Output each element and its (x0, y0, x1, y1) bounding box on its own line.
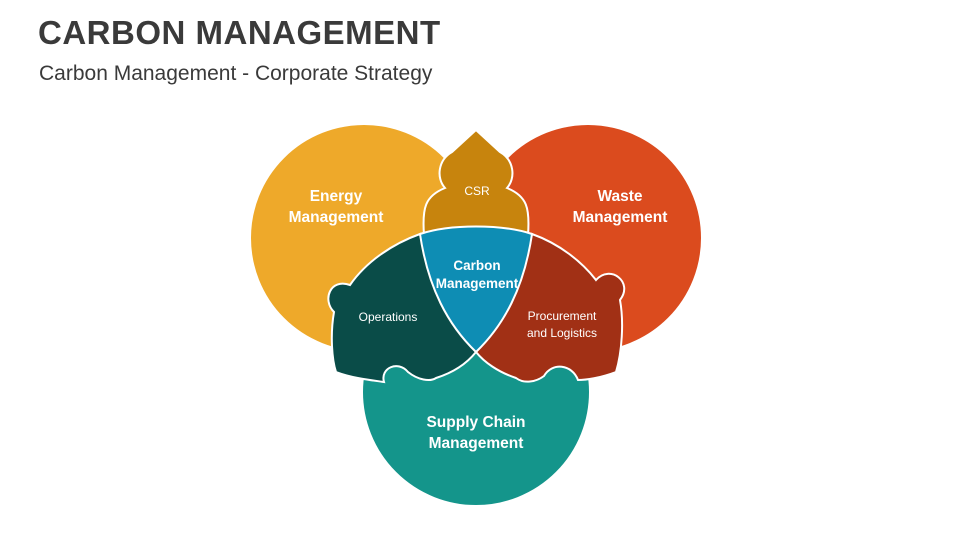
carbon-management-label-2: Management (436, 276, 519, 291)
waste-management-label: Waste (597, 188, 642, 205)
carbon-management-label: Carbon (453, 258, 500, 273)
page-title: CARBON MANAGEMENT (38, 14, 441, 51)
supply-chain-management-label: Supply Chain (426, 414, 525, 431)
supply-chain-management-label-2: Management (429, 435, 524, 452)
procurement-label-2: and Logistics (527, 326, 597, 340)
procurement-label: Procurement (528, 309, 597, 323)
energy-management-label-2: Management (289, 209, 384, 226)
energy-management-label: Energy (310, 188, 363, 205)
operations-label: Operations (359, 310, 418, 324)
waste-management-label-2: Management (573, 209, 668, 226)
carbon-management-center (418, 225, 534, 354)
csr-label: CSR (464, 184, 490, 198)
page-subtitle: Carbon Management - Corporate Strategy (39, 62, 433, 85)
